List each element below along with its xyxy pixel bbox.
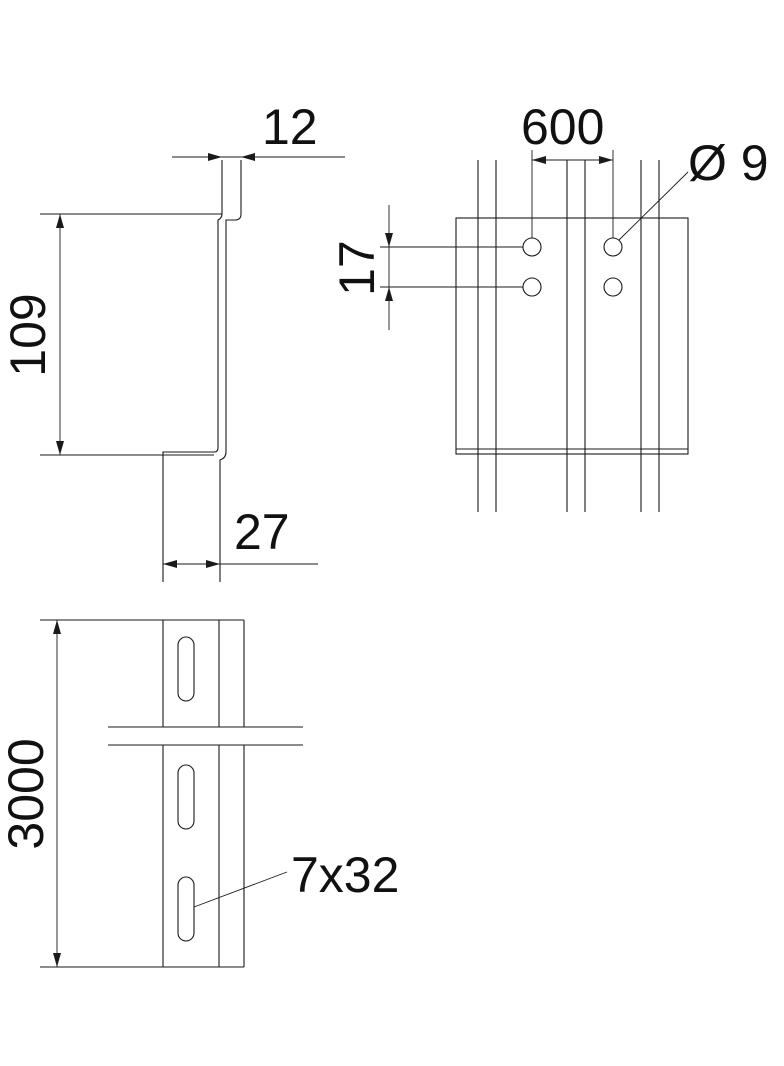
dim-flange-thickness: 12 bbox=[172, 99, 345, 161]
front-view: 600 Ø 9 17 bbox=[329, 99, 769, 512]
dim-hole-pitch: 17 bbox=[329, 205, 523, 330]
dim-hole-spacing: 600 bbox=[521, 99, 614, 238]
hole bbox=[522, 237, 542, 257]
dim-label-diameter: Ø 9 bbox=[688, 135, 769, 191]
slot bbox=[177, 764, 195, 830]
dim-label-slot: 7x32 bbox=[291, 847, 399, 903]
slot bbox=[177, 876, 195, 942]
dim-label-3000: 3000 bbox=[0, 738, 54, 849]
dim-label-600: 600 bbox=[521, 99, 604, 155]
side-profile-view: 12 109 27 bbox=[0, 99, 345, 582]
rail-length-view: 3000 7x32 bbox=[0, 619, 399, 968]
hole bbox=[603, 277, 623, 297]
dim-label-12: 12 bbox=[262, 99, 318, 155]
dim-hole-diameter: Ø 9 bbox=[618, 135, 769, 241]
break-band bbox=[100, 727, 310, 745]
dim-height: 109 bbox=[0, 214, 64, 455]
bracket-plate bbox=[455, 217, 689, 455]
dim-slot-size: 7x32 bbox=[193, 847, 399, 908]
dim-base-width: 27 bbox=[163, 504, 318, 568]
slots bbox=[177, 636, 195, 942]
dim-length: 3000 bbox=[0, 620, 61, 967]
rails bbox=[477, 160, 660, 512]
slot bbox=[177, 636, 195, 702]
dim-label-17: 17 bbox=[329, 240, 385, 296]
profile-outline bbox=[40, 160, 242, 582]
dim-label-109: 109 bbox=[0, 293, 56, 376]
mounting-holes bbox=[522, 237, 623, 297]
hole bbox=[603, 237, 623, 257]
dim-label-27: 27 bbox=[234, 504, 290, 560]
hole bbox=[522, 277, 542, 297]
